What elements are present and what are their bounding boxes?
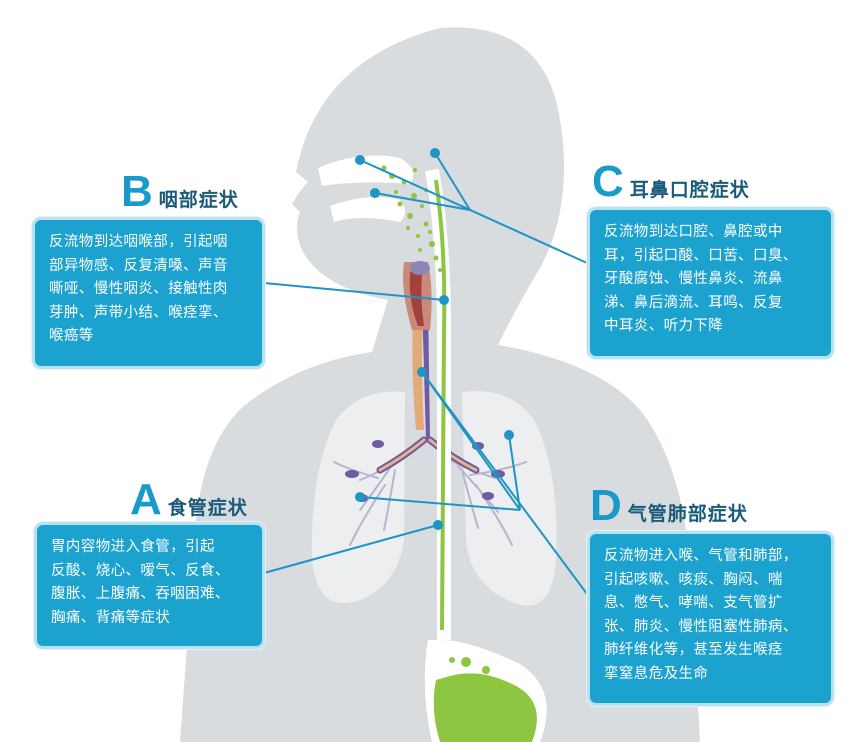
section-a-line: 胸痛、背痛等症状 [51, 609, 171, 626]
section-c-title: 耳鼻口腔症状 [629, 179, 750, 201]
section-b-heading: B 咽部症状 [121, 170, 239, 214]
section-b-box: 反流物到达咽喉部，引起咽 部异物感、反复清嗓、声音 嘶哑、慢性咽炎、接触性肉 芽… [32, 217, 265, 369]
section-b-title: 咽部症状 [158, 189, 239, 211]
stomach [424, 640, 547, 742]
larynx [403, 261, 432, 330]
section-a-letter: A [130, 475, 162, 524]
section-a-box: 胃内容物进入食管，引起 反酸、烧心、嗳气、反食、 腹胀、上腹痛、吞咽困难、 胸痛… [34, 522, 265, 649]
section-c-line: 中耳炎、听力下降 [604, 318, 724, 335]
section-d-letter: D [590, 481, 622, 530]
section-d-box: 反流物进入喉、气管和肺部， 引起咳嗽、咳痰、胸闷、喘 息、憋气、哮喘、支气管扩 … [587, 531, 834, 706]
section-c-heading: C 耳鼻口腔症状 [592, 160, 750, 204]
section-a-heading: A 食管症状 [130, 478, 248, 522]
section-b-line: 部异物感、反复清嗓、声音 [49, 257, 228, 274]
section-a-line: 反酸、烧心、嗳气、反食、 [51, 562, 230, 579]
section-d-heading: D 气管肺部症状 [590, 484, 748, 528]
section-c-letter: C [592, 157, 624, 206]
callout-lines [263, 152, 591, 599]
section-d-title: 气管肺部症状 [627, 503, 748, 525]
section-d-line: 引起咳嗽、咳痰、胸闷、喘 [604, 571, 783, 588]
section-c-line: 耳，引起口酸、口苦、口臭、 [604, 247, 798, 264]
section-d-line: 肺纤维化等，甚至发生喉痉 [604, 642, 783, 659]
section-d-line: 反流物进入喉、气管和肺部， [604, 548, 798, 564]
section-a-line: 腹胀、上腹痛、吞咽困难、 [51, 586, 230, 603]
section-b-line: 嘶哑、慢性咽炎、接触性肉 [49, 281, 228, 298]
section-b-line: 喉癌等 [49, 328, 94, 345]
section-d-line: 张、肺炎、慢性阻塞性肺病、 [604, 618, 798, 635]
esophagus [425, 168, 451, 640]
section-b-line: 反流物到达咽喉部，引起咽 [49, 234, 228, 250]
section-b-letter: B [121, 167, 153, 216]
section-d-line: 息、憋气、哮喘、支气管扩 [604, 595, 783, 612]
section-c-box: 反流物到达口腔、鼻腔或中 耳，引起口酸、口苦、口臭、 牙酸腐蚀、慢性鼻炎、流鼻 … [587, 207, 834, 359]
section-c-line: 牙酸腐蚀、慢性鼻炎、流鼻 [604, 271, 783, 288]
section-a-title: 食管症状 [167, 497, 248, 519]
oral-nasal-cavity [318, 155, 414, 222]
section-a-line: 胃内容物进入食管，引起 [51, 539, 215, 555]
callout-dots [355, 148, 514, 530]
section-c-line: 涕、鼻后滴流、耳鸣、反复 [604, 294, 783, 311]
section-c-line: 反流物到达口腔、鼻腔或中 [604, 224, 783, 240]
section-b-line: 芽肿、声带小结、喉痉挛、 [49, 304, 228, 321]
section-d-line: 挛窒息危及生命 [604, 665, 709, 682]
